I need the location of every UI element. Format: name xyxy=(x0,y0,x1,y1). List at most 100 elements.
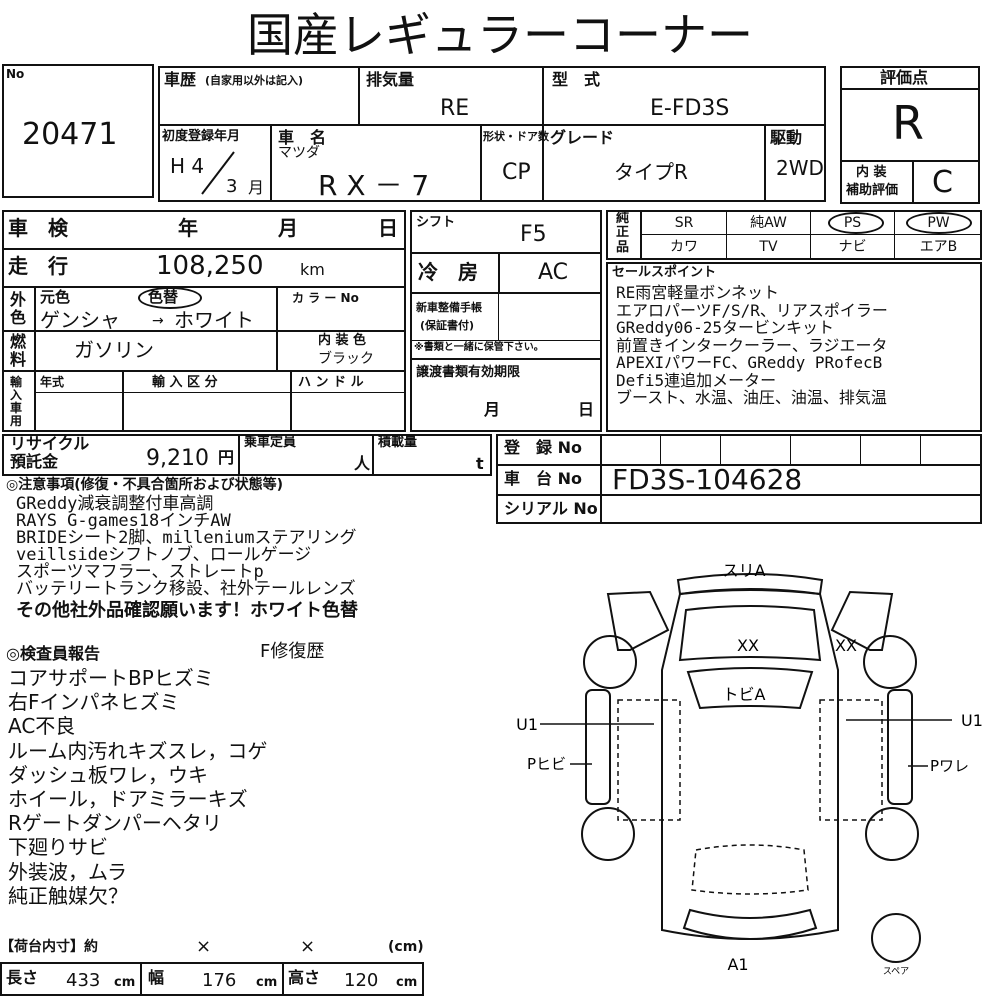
cargo-x2: × xyxy=(300,936,316,957)
sales-point-item: RE雨宮軽量ボンネット xyxy=(616,283,779,302)
model-value: E-FD3S xyxy=(650,96,730,121)
length-value: 433 xyxy=(66,970,101,991)
serial-number-label: シリアル No xyxy=(504,499,598,518)
car-damage-diagram: スリA XX XX トビA U1 U1 Pヒビ Pワレ A1 スペア xyxy=(516,561,983,977)
cargo-unit: (cm) xyxy=(388,939,424,955)
options-side-2: 正 xyxy=(616,225,630,240)
fuel-value: ガソリン xyxy=(74,338,154,362)
rear-damage-label: A1 xyxy=(727,955,748,974)
repair-history: F修復歴 xyxy=(260,641,325,662)
right-front-wheel xyxy=(863,635,917,689)
sales-point-item: 前置きインタークーラー、ラジエータ xyxy=(616,335,888,355)
height-label: 高さ xyxy=(288,968,321,987)
inspector-report-item: ルーム内汚れキズスレ，コゲ xyxy=(8,738,268,763)
sales-points-label: セールスポイント xyxy=(612,265,717,280)
width-unit: cm xyxy=(256,975,278,990)
recycle-row xyxy=(2,434,492,476)
body-outline xyxy=(661,588,839,940)
option-sr: SR xyxy=(674,215,694,231)
left-side-strip xyxy=(585,689,611,805)
right-side-strip xyxy=(887,689,913,805)
sales-point-item: ブースト、水温、油圧、油温、排気温 xyxy=(616,388,887,407)
model-label: 型 式 xyxy=(552,70,601,89)
score-value: R xyxy=(892,96,924,150)
maint-label-2: (保証書付) xyxy=(420,319,475,332)
inspector-report-item: 純正触媒欠？ xyxy=(8,883,128,908)
recycle-label-2: 預託金 xyxy=(10,452,59,471)
chassis-number-value: FD3S-104628 xyxy=(612,463,803,496)
notes-bold-line: その他社外品確認願います！ホワイト色替 xyxy=(16,600,358,621)
sales-point-item: APEXIパワーFC、GReddy PRofecB xyxy=(616,353,883,372)
left-door-dashed xyxy=(617,699,681,821)
equipment-grid xyxy=(410,210,602,432)
mileage-unit: km xyxy=(300,260,325,279)
car-maker: マツダ xyxy=(278,145,320,161)
maint-label-1: 新車整備手帳 xyxy=(416,301,482,314)
first-reg-slash xyxy=(201,151,235,195)
car-name-label: 車 名 xyxy=(278,128,327,147)
note-item: veillsideシフトノブ、ロールゲージ xyxy=(16,545,312,565)
ac-value: AC xyxy=(538,260,569,285)
roof-damage-label: XX xyxy=(737,636,759,655)
sales-point-item: エアロパーツF/S/R、リアスポイラー xyxy=(616,300,888,320)
note-item: バッテリートランク移設、社外テールレンズ xyxy=(16,579,356,599)
interior-color-value: ブラック xyxy=(318,351,374,367)
lot-number: 20471 xyxy=(22,117,118,152)
first-reg-label: 初度登録年月 xyxy=(162,129,241,144)
right-rocker-damage-label: Pワレ xyxy=(930,757,969,775)
note-item: スポーツマフラー、ストレートp xyxy=(16,562,264,582)
cargo-label: 【荷台内寸】約 xyxy=(0,939,98,955)
drive-value: 2WD xyxy=(776,156,824,180)
inspector-report-item: ダッシュ板ワレ，ウキ xyxy=(8,762,208,787)
option-navi: ナビ xyxy=(838,239,867,255)
interior-score-label-1: 内 装 xyxy=(856,165,887,180)
recycle-value: 9,210 xyxy=(146,446,209,471)
import-category-label: 輸 入 区 分 xyxy=(152,375,218,390)
body-type-label: 形状・ドア数 xyxy=(483,130,549,143)
ac-label: 冷 房 xyxy=(418,260,478,284)
length-label: 長さ xyxy=(6,968,39,987)
registration-grid xyxy=(496,434,982,524)
inspection-label: 車 検 xyxy=(8,216,68,240)
inspection-month: 月 xyxy=(278,216,298,240)
first-reg-month-unit: 月 xyxy=(248,178,265,197)
hood xyxy=(678,605,822,662)
inspector-report-item: 外装波，ムラ xyxy=(8,859,127,884)
right-mirror-damage-label: XX xyxy=(835,636,857,655)
sales-point-item: Defi5連追加メーター xyxy=(616,370,777,390)
fuel-side-1: 燃 xyxy=(10,332,27,351)
option-airbag: エアB xyxy=(919,239,958,255)
repaint-circle xyxy=(138,287,202,309)
color-repaint-label: 色替 xyxy=(148,288,179,306)
color-side-1: 外 xyxy=(10,290,27,309)
option-pw: PW xyxy=(927,215,950,231)
right-rear-wheel xyxy=(865,807,919,861)
body-type-value: CP xyxy=(502,160,531,185)
shift-value: F5 xyxy=(520,222,547,247)
chassis-number-label: 車 台 No xyxy=(504,469,582,488)
mileage-value: 108,250 xyxy=(156,251,264,281)
transfer-label: 譲渡書類有効期限 xyxy=(416,365,521,380)
cargo-x1: × xyxy=(196,936,212,957)
note-item: GReddy減衰調整付車高調 xyxy=(16,494,214,514)
option-aw: 純AW xyxy=(750,215,787,231)
first-reg-era: H 4 xyxy=(170,154,205,178)
history-sub: (自家用以外は記入) xyxy=(205,74,304,87)
vehicle-info-grid xyxy=(158,66,826,202)
transfer-day: 日 xyxy=(578,400,595,419)
lot-number-box xyxy=(2,64,154,198)
height-unit: cm xyxy=(396,975,418,990)
spare-label: スペア xyxy=(883,967,909,977)
fuel-side-2: 料 xyxy=(10,350,27,369)
color-orig-label: 元色 xyxy=(40,288,71,306)
option-tv: TV xyxy=(759,239,778,255)
maint-note: ※書類と一緒に保管下さい。 xyxy=(414,342,544,353)
windshield-damage-label: トビA xyxy=(723,685,766,704)
shift-label: シフト xyxy=(416,215,456,230)
length-unit: cm xyxy=(114,975,136,990)
notes-label: ◎注意事項(修復・不具合箇所および状態等) xyxy=(6,477,284,493)
sales-point-item: GReddy06-25タービンキット xyxy=(616,318,834,337)
